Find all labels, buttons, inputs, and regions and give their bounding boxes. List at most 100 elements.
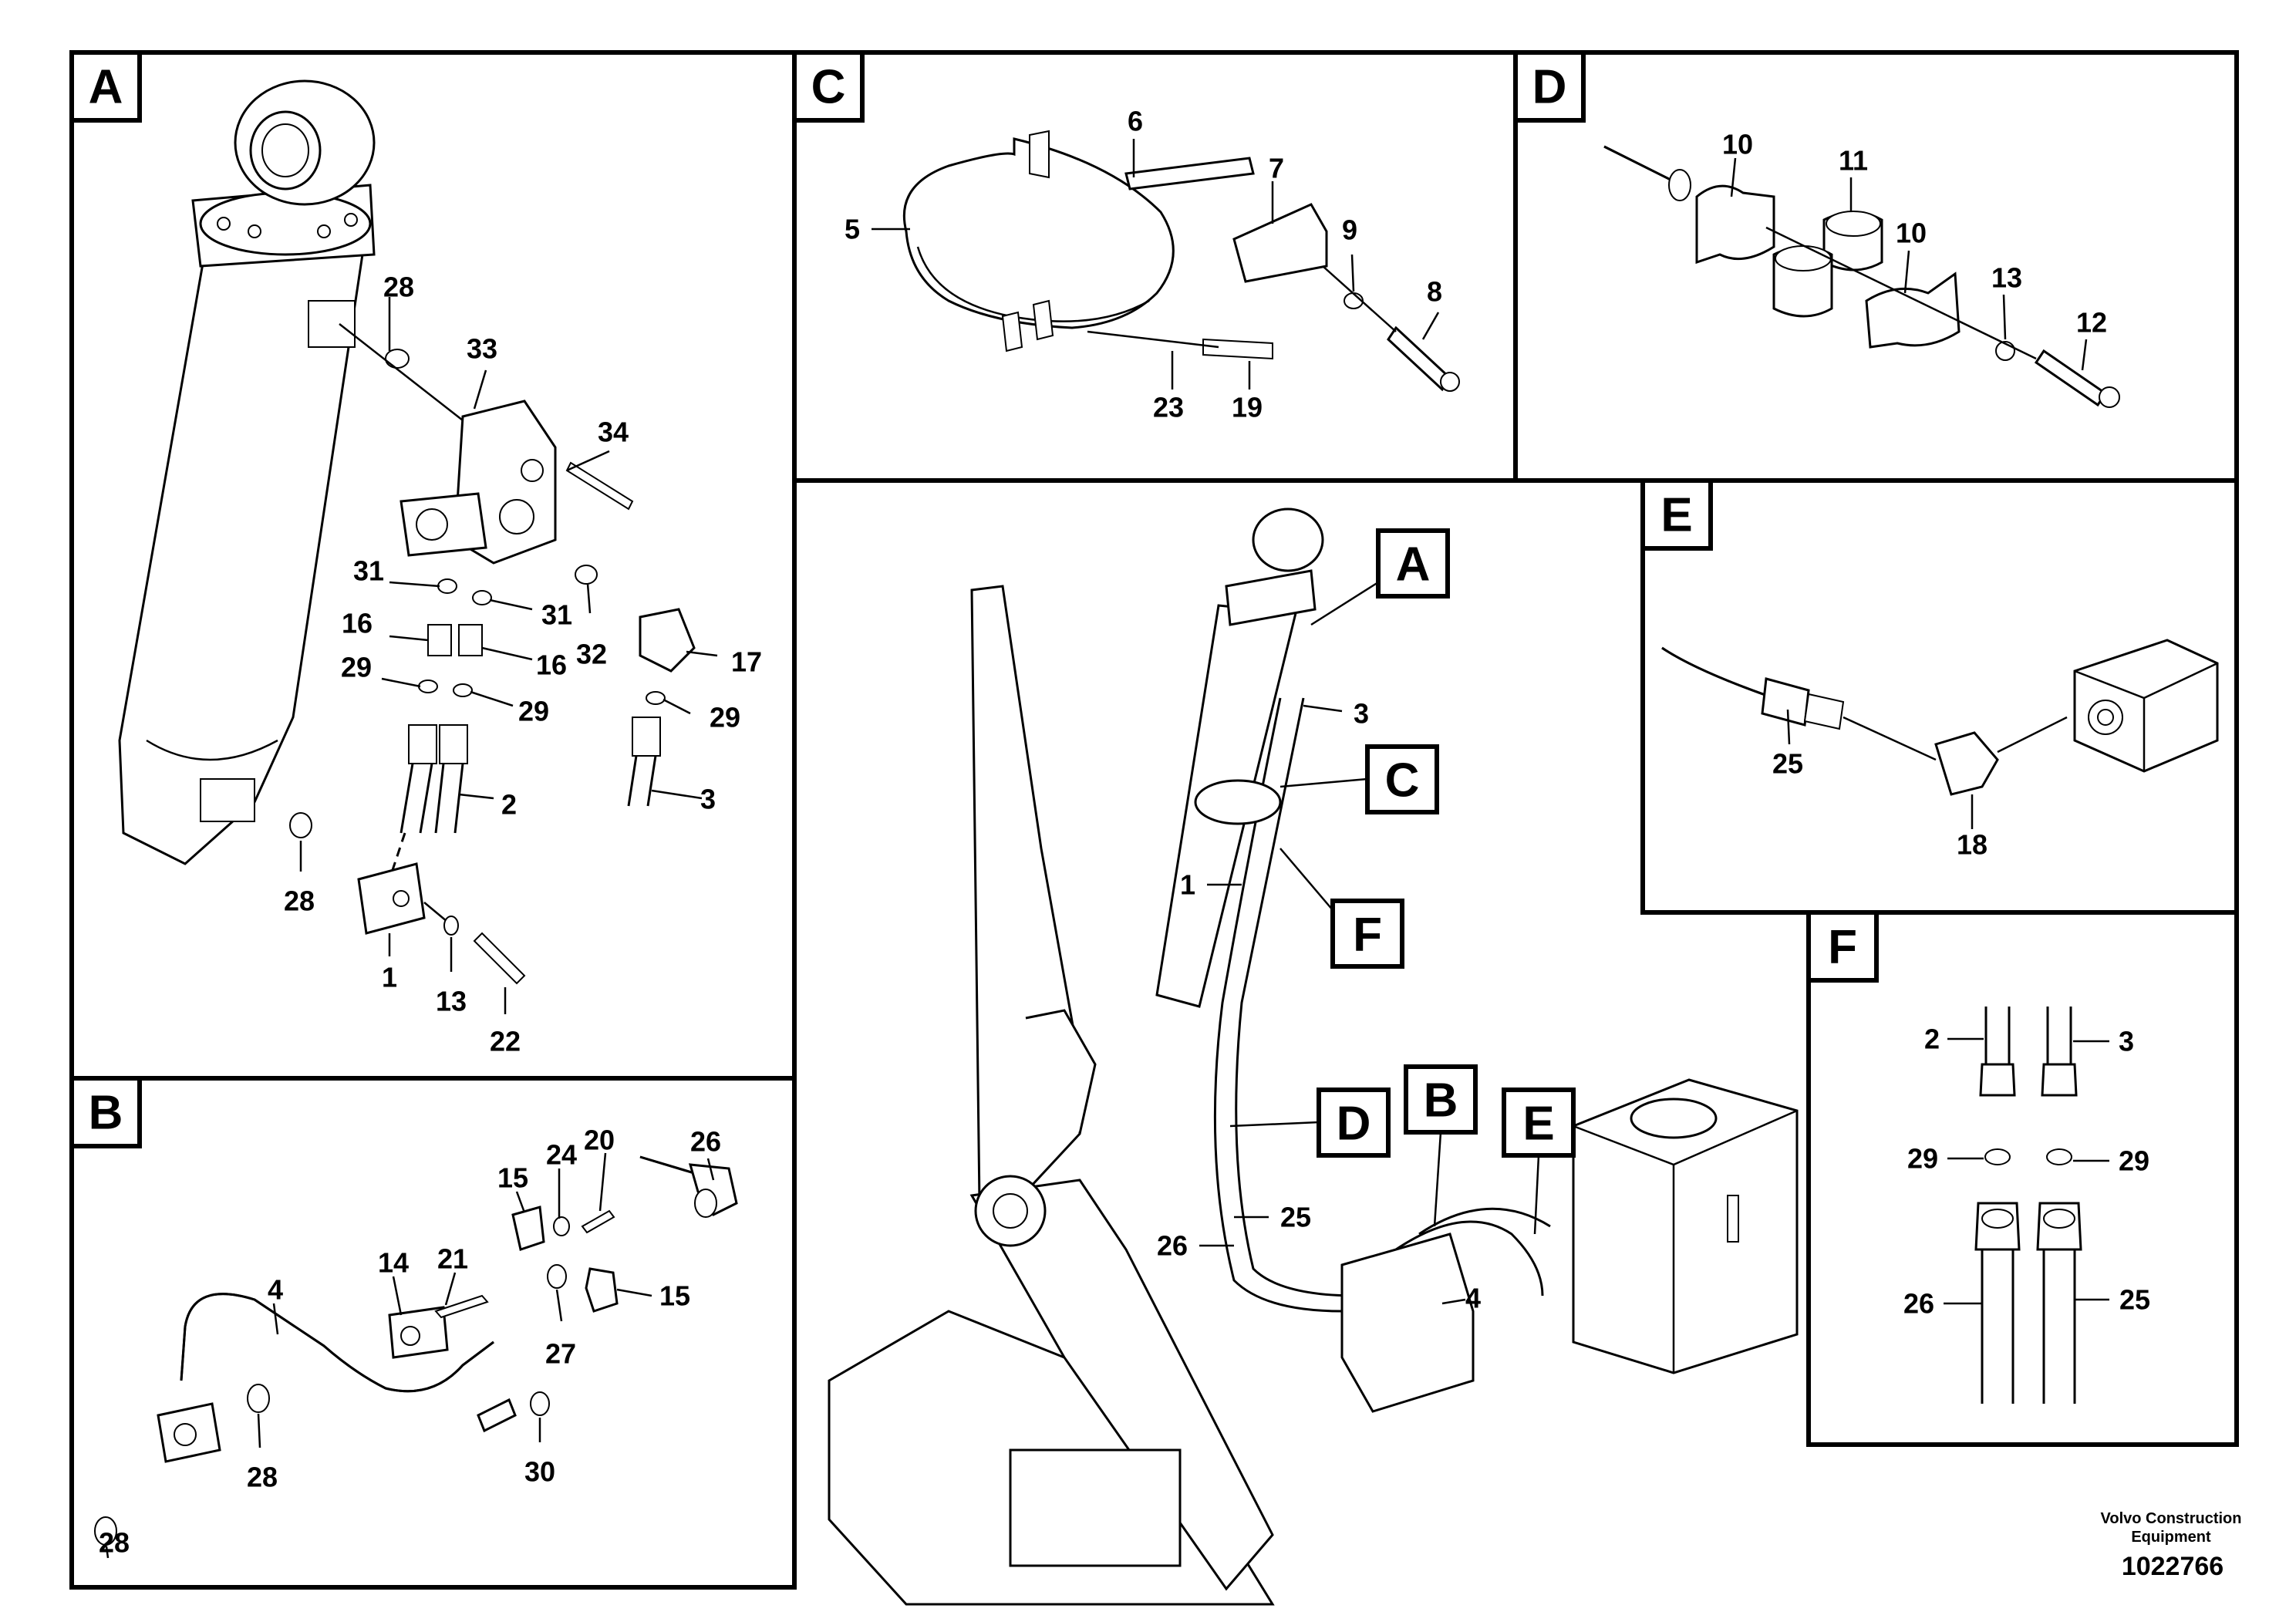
panel-e-tag: E xyxy=(1640,478,1713,551)
panel-f-label: 3 xyxy=(2119,1026,2134,1057)
panel-d-frame xyxy=(1513,50,2239,483)
panel-a-tag: A xyxy=(69,50,142,123)
panel-b-frame xyxy=(69,1076,797,1590)
panel-b-label: 14 xyxy=(378,1247,409,1279)
return-tube xyxy=(94,1293,550,1546)
panel-b-label: 4 xyxy=(268,1274,283,1306)
panel-c-label: 19 xyxy=(1232,392,1263,423)
panel-c-label: 6 xyxy=(1128,106,1143,137)
panel-b-label: 27 xyxy=(545,1338,576,1370)
panel-d-label: 10 xyxy=(1896,218,1927,249)
main-label: 3 xyxy=(1354,698,1369,730)
panel-a-orings xyxy=(289,349,666,838)
hose-elbow-26 xyxy=(639,1155,738,1218)
panel-a-labels: 28 33 34 31 31 16 16 29 29 29 32 17 2 3 … xyxy=(284,271,762,1057)
svg-text:C: C xyxy=(811,61,846,114)
panel-f-label: 29 xyxy=(2119,1145,2149,1177)
panel-e-leaders xyxy=(1786,709,1974,829)
panel-a-hoses xyxy=(388,608,696,880)
panel-c-label: 8 xyxy=(1427,276,1442,308)
panel-b-label: 30 xyxy=(524,1456,555,1488)
hose-clamp-illustration xyxy=(1603,145,2120,408)
company-name-line2: Equipment xyxy=(2131,1529,2211,1546)
panel-f-label: 29 xyxy=(1907,1143,1938,1175)
panel-c-label: 7 xyxy=(1269,153,1284,184)
svg-text:B: B xyxy=(89,1087,123,1140)
panel-d-labels: 10 11 10 13 12 xyxy=(1722,129,2107,339)
panel-a-label: 16 xyxy=(342,608,373,639)
drawing-number: 1022766 xyxy=(2122,1552,2224,1581)
panel-a-label: 22 xyxy=(490,1026,521,1057)
panel-a-label: 16 xyxy=(536,649,567,681)
panel-d-label: 11 xyxy=(1839,145,1868,177)
svg-text:B: B xyxy=(1424,1074,1458,1128)
svg-text:F: F xyxy=(1353,909,1382,962)
main-callout-a: A xyxy=(1310,528,1450,626)
panel-b-label: 28 xyxy=(99,1527,130,1559)
main-labels: 3 1 25 26 4 xyxy=(1157,698,1481,1314)
panel-d-label: 12 xyxy=(2076,307,2107,339)
main-callout-d: D xyxy=(1229,1088,1391,1158)
panel-b-label: 28 xyxy=(247,1462,278,1493)
svg-text:A: A xyxy=(1396,538,1431,592)
panel-b-label: 21 xyxy=(437,1243,468,1275)
panel-f-label: 25 xyxy=(2119,1284,2150,1316)
svg-text:E: E xyxy=(1522,1098,1554,1151)
main-callout-b: B xyxy=(1404,1064,1478,1227)
panel-a-label: 29 xyxy=(518,696,549,727)
panel-d-leaders xyxy=(1730,157,2088,371)
clamp-parts-b xyxy=(511,1206,619,1313)
svg-text:D: D xyxy=(1532,61,1567,114)
cylinder-illustration xyxy=(118,79,376,865)
main-label: 26 xyxy=(1157,1230,1188,1262)
panel-a-label: 34 xyxy=(598,416,629,448)
panel-e-label: 18 xyxy=(1957,829,1988,861)
panel-b-label: 15 xyxy=(659,1280,690,1312)
panel-d-tag: D xyxy=(1513,50,1586,123)
flange-block xyxy=(357,862,526,985)
panel-f-tag: F xyxy=(1806,910,1879,983)
panel-a-label: 29 xyxy=(710,702,740,733)
panel-b-leaders xyxy=(105,1152,715,1559)
panel-b-labels: 26 20 24 15 21 14 4 15 27 28 28 30 xyxy=(99,1125,721,1559)
svg-text:F: F xyxy=(1828,921,1857,974)
panel-f-labels: 2 3 29 29 26 25 xyxy=(1903,1023,2150,1320)
panel-a-label: 31 xyxy=(541,599,572,631)
panel-a-label: 3 xyxy=(700,784,716,815)
panel-a-label: 28 xyxy=(383,271,414,303)
panel-a-label: 17 xyxy=(731,646,762,678)
main-label: 1 xyxy=(1180,869,1195,901)
panel-f-label: 2 xyxy=(1924,1023,1940,1055)
panel-c-label: 5 xyxy=(845,214,860,245)
company-name-line1: Volvo Construction xyxy=(2101,1510,2242,1527)
pipe-clamp-illustration xyxy=(902,130,1460,392)
main-label: 4 xyxy=(1465,1283,1481,1314)
main-callout-e: E xyxy=(1502,1088,1576,1235)
panel-a-label: 28 xyxy=(284,885,315,917)
panel-b-tag: B xyxy=(69,1076,142,1148)
main-leaders xyxy=(1199,704,1466,1305)
main-callout-f: F xyxy=(1279,848,1404,969)
footer: Volvo Construction Equipment 1022766 xyxy=(2101,1510,2242,1581)
panel-d-label: 10 xyxy=(1722,129,1753,160)
main-label: 25 xyxy=(1280,1202,1311,1233)
svg-text:C: C xyxy=(1385,754,1420,808)
panel-a-label: 29 xyxy=(341,652,372,683)
panel-b-label: 20 xyxy=(584,1125,615,1156)
machine-overview-illustration xyxy=(828,508,1799,1606)
panel-f-frame xyxy=(1806,910,2239,1447)
panel-c-label: 9 xyxy=(1342,214,1357,246)
hose-joint-illustration xyxy=(1974,1007,2082,1404)
load-holding-valve xyxy=(400,400,557,565)
panel-c-leaders xyxy=(872,139,1440,389)
main-callout-c: C xyxy=(1279,744,1439,814)
panel-c-tag: C xyxy=(792,50,865,123)
svg-text:E: E xyxy=(1660,489,1692,542)
panel-b-label: 26 xyxy=(690,1126,721,1158)
panel-a-label: 31 xyxy=(353,555,384,587)
panel-c-label: 23 xyxy=(1153,392,1184,423)
panel-d-label: 13 xyxy=(1991,262,2022,294)
svg-text:D: D xyxy=(1337,1098,1371,1151)
svg-text:A: A xyxy=(89,61,123,114)
